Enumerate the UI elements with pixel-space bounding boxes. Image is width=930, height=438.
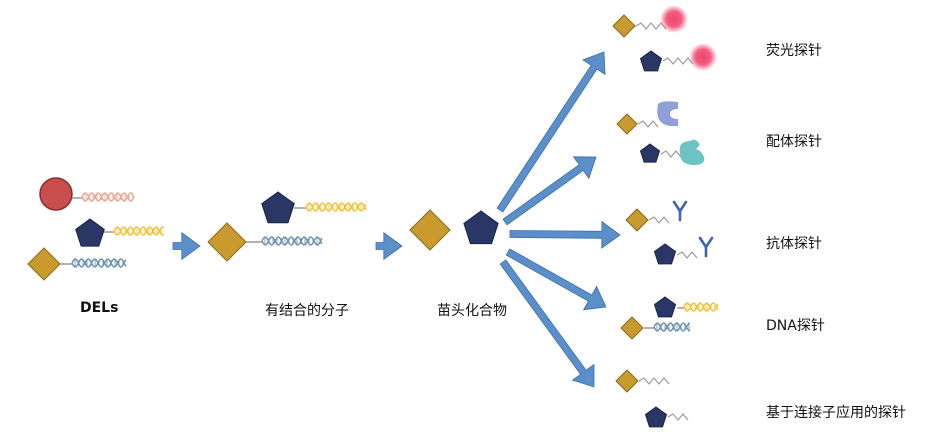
diamond-scaffold	[625, 208, 649, 232]
pentagon-scaffold	[644, 406, 668, 428]
dna-strand	[683, 302, 719, 312]
linker-chain	[660, 150, 682, 158]
dna-helix	[71, 258, 127, 268]
pentagon-scaffold	[639, 50, 663, 72]
linker-chain	[637, 120, 659, 128]
probe-label-ligand: 配体探针	[766, 134, 822, 150]
probe-label-antibody: 抗体探针	[766, 236, 822, 252]
stage-label-binders: 有结合的分子	[265, 303, 349, 319]
molecule-layer	[27, 5, 719, 428]
antibody-arm	[672, 200, 682, 213]
dna-strand	[113, 226, 165, 236]
dna-strand	[113, 226, 165, 236]
antibody-icon	[672, 200, 688, 222]
pentagon-scaffold	[653, 296, 677, 318]
flow-arrow	[499, 259, 595, 388]
fluorophore-glow	[689, 43, 717, 71]
dna-strand	[653, 322, 691, 332]
diamond-scaffold	[615, 369, 639, 393]
probe-label-dna: DNA探针	[766, 318, 825, 334]
linker-chain	[662, 57, 694, 65]
antibody-arm	[678, 200, 688, 213]
stage-label-hits: 苗头化合物	[437, 303, 507, 319]
probe-label-linker: 基于连接子应用的探针	[766, 405, 906, 421]
pentagon-scaffold	[75, 218, 105, 247]
ligand-blob	[657, 101, 678, 126]
pentagon-scaffold	[639, 143, 661, 163]
flow-arrow	[505, 248, 607, 311]
circle-scaffold	[39, 177, 73, 211]
linker-chain	[648, 216, 670, 224]
fluorophore-glow	[660, 5, 688, 33]
dna-strand	[305, 202, 367, 212]
diamond-scaffold	[620, 316, 644, 340]
dna-strand	[305, 202, 367, 212]
dna-helix	[113, 226, 165, 236]
dna-helix	[683, 302, 719, 312]
stage-label-dels: DELs	[80, 300, 119, 316]
dna-strand	[683, 302, 719, 312]
dna-helix	[261, 236, 323, 246]
pentagon-scaffold	[463, 210, 499, 245]
diamond-scaffold	[616, 113, 638, 135]
flow-arrow	[502, 156, 597, 226]
diamond-scaffold	[409, 209, 451, 251]
diamond-scaffold	[27, 247, 61, 281]
dna-strand	[81, 192, 135, 202]
diamond-scaffold	[207, 222, 247, 262]
antibody-icon	[698, 236, 714, 258]
flow-arrow	[496, 51, 606, 213]
diamond-scaffold	[612, 14, 636, 38]
linker-chain	[676, 251, 698, 259]
flow-arrow	[375, 231, 403, 261]
dna-helix	[81, 192, 135, 202]
ligand-blob	[679, 139, 705, 165]
flow-arrow	[509, 220, 621, 249]
antibody-arm	[698, 236, 708, 249]
dna-helix	[653, 322, 691, 332]
pentagon-scaffold	[653, 243, 677, 265]
linker-chain	[667, 413, 689, 421]
dna-strand	[261, 236, 323, 246]
probe-label-fluorescent: 荧光探针	[766, 43, 822, 59]
dna-helix	[305, 202, 367, 212]
dna-strand	[261, 236, 323, 246]
dna-strand	[653, 322, 691, 332]
antibody-arm	[704, 236, 714, 249]
linker-chain	[638, 377, 670, 385]
arrow-layer	[172, 51, 621, 388]
flow-arrow	[172, 231, 201, 261]
pentagon-scaffold	[261, 191, 295, 224]
